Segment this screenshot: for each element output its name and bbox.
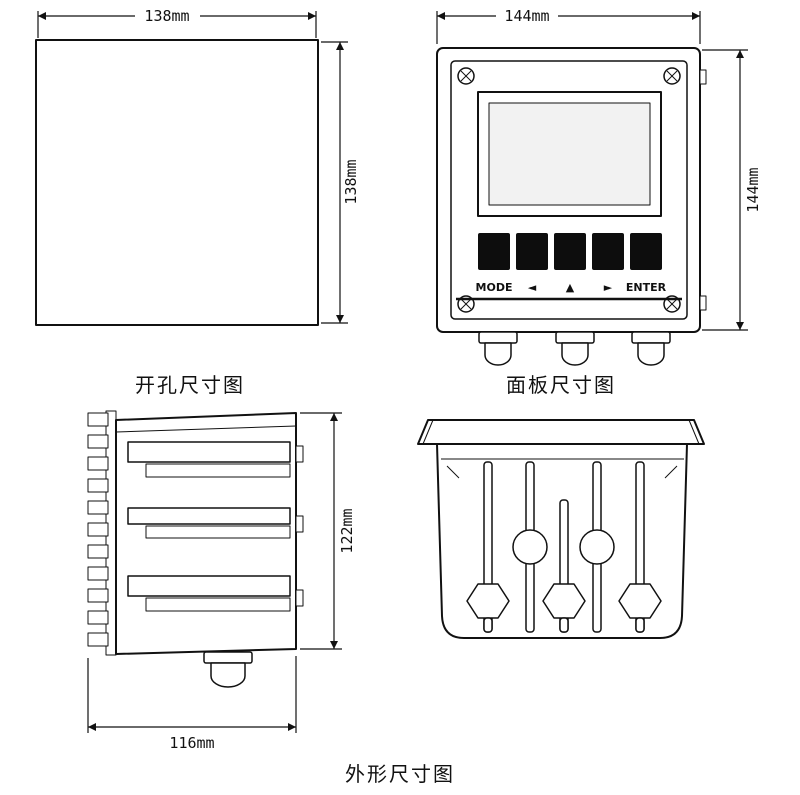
round-hole xyxy=(579,529,615,565)
side-height-label: 122mm xyxy=(338,508,356,553)
panel-diagram: MODE ◄ ▲ ► ENTER 144mm xyxy=(436,7,762,397)
side-width-label: 116mm xyxy=(169,734,214,752)
round-hole xyxy=(512,529,548,565)
side-width-dimension: 116mm xyxy=(87,656,297,752)
bottom-view-diagram xyxy=(417,419,705,639)
bezel-edge xyxy=(417,419,705,445)
cutout-diagram: 138mm 138mm 开孔尺寸图 xyxy=(35,7,360,397)
cable-gland xyxy=(478,331,518,366)
panel-button xyxy=(554,233,586,270)
button-label-left-arrow: ◄ xyxy=(528,281,537,294)
button-label-enter: ENTER xyxy=(626,281,667,294)
panel-button xyxy=(516,233,548,270)
cutout-height-dimension: 138mm xyxy=(321,41,360,324)
screw-icon xyxy=(663,67,681,85)
cable-gland xyxy=(203,651,253,688)
hex-nut xyxy=(618,583,662,619)
panel-width-label: 144mm xyxy=(504,7,549,25)
screw-icon xyxy=(457,67,475,85)
panel-tab-bottom xyxy=(699,295,707,311)
mounting-fins xyxy=(87,410,117,656)
cutout-caption: 开孔尺寸图 xyxy=(135,374,245,397)
panel-height-label: 144mm xyxy=(744,167,762,212)
cable-gland xyxy=(555,331,595,366)
button-label-up-arrow: ▲ xyxy=(566,281,575,294)
outline-caption: 外形尺寸图 xyxy=(345,763,455,786)
cutout-square xyxy=(35,39,319,326)
panel-inner-frame xyxy=(450,60,688,320)
panel-tab-top xyxy=(699,69,707,85)
button-label-right-arrow: ► xyxy=(604,281,613,294)
cutout-height-label: 138mm xyxy=(342,159,360,204)
panel-height-dimension: 144mm xyxy=(702,49,762,331)
side-slot-details xyxy=(127,441,304,612)
cable-gland xyxy=(631,331,671,366)
cutout-width-dimension: 138mm xyxy=(37,7,317,38)
panel-caption: 面板尺寸图 xyxy=(506,374,616,397)
panel-keypad: MODE ◄ ▲ ► ENTER xyxy=(456,233,682,301)
side-view-diagram: 122mm 116mm xyxy=(87,410,356,752)
button-label-mode: MODE xyxy=(476,281,513,294)
cutout-width-label: 138mm xyxy=(144,7,189,25)
panel-button xyxy=(592,233,624,270)
hex-nut xyxy=(542,583,586,619)
panel-button xyxy=(630,233,662,270)
hex-nut xyxy=(466,583,510,619)
panel-button xyxy=(478,233,510,270)
lcd-display xyxy=(477,91,662,217)
side-height-dimension: 122mm xyxy=(300,412,356,650)
panel-width-dimension: 144mm xyxy=(436,7,701,44)
